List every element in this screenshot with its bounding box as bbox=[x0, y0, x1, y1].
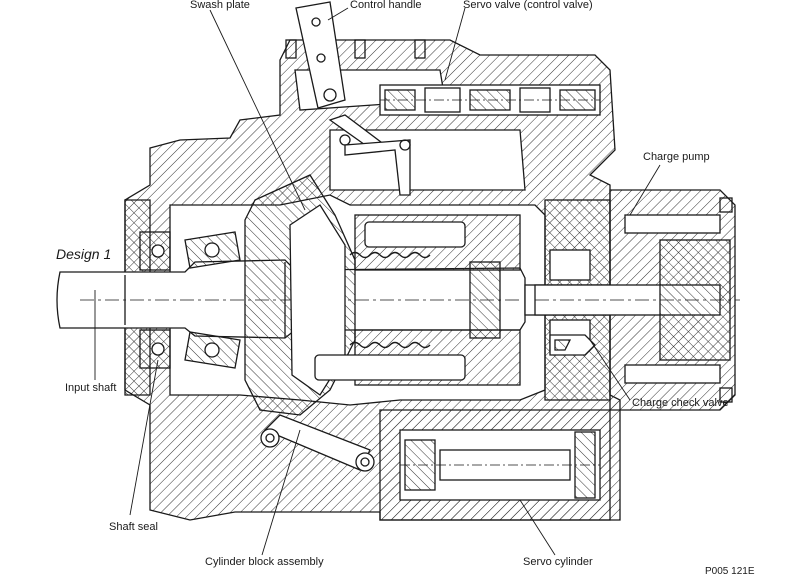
front-bearing bbox=[184, 231, 241, 369]
top-bolts bbox=[285, 39, 426, 59]
servo-valve bbox=[379, 84, 601, 116]
label-control-handle: Control handle bbox=[350, 0, 422, 11]
charge-check-valve bbox=[549, 334, 596, 356]
charge-pump bbox=[534, 189, 740, 411]
label-design: Design 1 bbox=[56, 246, 112, 262]
label-servo-valve: Servo valve (control valve) bbox=[463, 0, 593, 11]
label-input-shaft: Input shaft bbox=[65, 382, 117, 394]
label-charge-pump: Charge pump bbox=[643, 151, 710, 163]
label-charge-check-valve: Charge check valve bbox=[632, 397, 729, 409]
label-shaft-seal: Shaft seal bbox=[109, 521, 158, 533]
servo-cylinder bbox=[379, 409, 611, 521]
control-handle bbox=[295, 1, 411, 196]
servo-linkage bbox=[260, 414, 375, 472]
cylinder-block bbox=[314, 214, 521, 386]
label-swash-plate: Swash plate bbox=[190, 0, 250, 11]
label-cylinder-block-assembly: Cylinder block assembly bbox=[205, 556, 324, 568]
shaft-seal bbox=[139, 231, 171, 369]
drawing-code: P005 121E bbox=[705, 566, 755, 577]
leader-lines bbox=[94, 7, 661, 556]
label-servo-cylinder: Servo cylinder bbox=[523, 556, 593, 568]
